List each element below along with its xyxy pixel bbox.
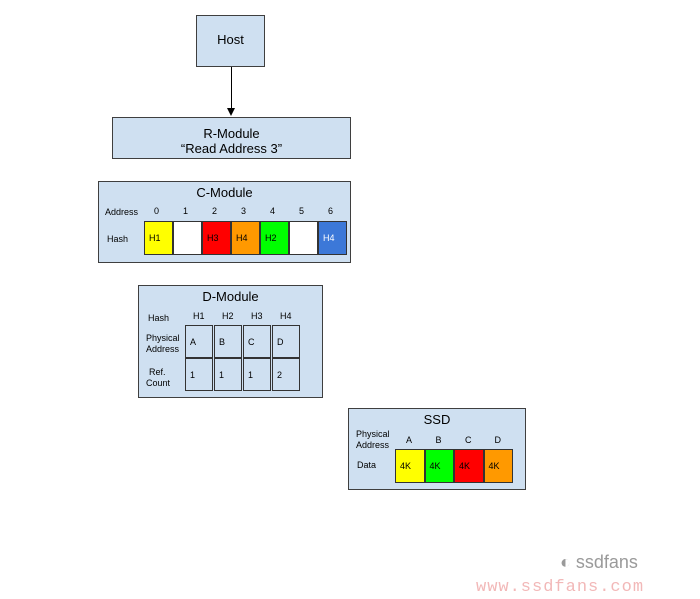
- ssd-address-A: A: [406, 435, 413, 445]
- dmodule-box: D-Module Hash Physical Address Ref. Coun…: [138, 285, 323, 398]
- cmodule-address-label: Address: [105, 207, 139, 217]
- dmodule-hash-H4: H4: [280, 311, 292, 321]
- dmodule-title: D-Module: [202, 289, 259, 304]
- ssd-address-B: B: [435, 435, 442, 445]
- dmodule-hash-H3: H3: [251, 311, 263, 321]
- dmodule-physical-cell: B: [214, 325, 242, 358]
- dmodule-refcount-cell: 2: [272, 358, 300, 391]
- rmodule-box: R-Module “Read Address 3”: [112, 117, 351, 159]
- dmodule-physical-cell: C: [243, 325, 271, 358]
- cmodule-address-6: 6: [328, 206, 334, 216]
- watermark-brand: ◐ ssdfans: [560, 552, 638, 572]
- ssd-physical-label-2: Address: [356, 440, 390, 450]
- dmodule-hash-H2: H2: [222, 311, 234, 321]
- cmodule-address-2: 2: [212, 206, 218, 216]
- ssd-address-D: D: [494, 435, 502, 445]
- ssd-data-cell: 4K: [483, 449, 513, 483]
- rmodule-title: R-Module: [203, 126, 260, 141]
- cmodule-address-0: 0: [154, 206, 160, 216]
- dmodule-hash-H1: H1: [193, 311, 205, 321]
- ssd-data-label: Data: [357, 460, 377, 470]
- cmodule-address-1: 1: [183, 206, 189, 216]
- dmodule-physical-cell: A: [185, 325, 213, 358]
- cmodule-hash-cell: H4: [231, 221, 260, 255]
- dmodule-refcount-cell: 1: [185, 358, 213, 391]
- dmodule-physical-label-1: Physical: [146, 333, 180, 343]
- cmodule-hash-label: Hash: [107, 234, 129, 244]
- dmodule-ref-label-1: Ref.: [149, 367, 166, 377]
- dmodule-physical-label-2: Address: [146, 344, 180, 354]
- dmodule-physical-cell: D: [272, 325, 300, 358]
- ssd-data-cell: 4K: [454, 449, 484, 483]
- ssd-physical-label-1: Physical: [356, 429, 390, 439]
- arrow-head: [227, 108, 235, 116]
- cmodule-address-3: 3: [241, 206, 247, 216]
- cmodule-hash-cell: [289, 221, 318, 255]
- dmodule-ref-label-2: Count: [146, 378, 171, 388]
- ssd-data-cell: 4K: [424, 449, 454, 483]
- cmodule-title: C-Module: [196, 185, 253, 200]
- cmodule-hash-cell: H4: [318, 221, 347, 255]
- rmodule-subtitle: “Read Address 3”: [180, 141, 283, 156]
- dmodule-refcount-cell: 1: [214, 358, 242, 391]
- dmodule-refcount-cell: 1: [243, 358, 271, 391]
- host-label: Host: [217, 32, 244, 47]
- cmodule-address-5: 5: [299, 206, 305, 216]
- ssd-data-cell: 4K: [395, 449, 425, 483]
- dmodule-hash-label: Hash: [148, 313, 170, 323]
- cmodule-hash-cell: [173, 221, 202, 255]
- cmodule-address-4: 4: [270, 206, 276, 216]
- host-to-rmodule-arrow: [231, 67, 232, 111]
- cmodule-hash-cell: H1: [144, 221, 173, 255]
- ssd-address-C: C: [465, 435, 472, 445]
- watermark-url: www.ssdfans.com: [476, 578, 645, 597]
- cmodule-hash-cell: H3: [202, 221, 231, 255]
- host-box: Host: [196, 15, 265, 67]
- cmodule-hash-cell: H2: [260, 221, 289, 255]
- watermark-brand-text: ssdfans: [575, 552, 638, 572]
- ssd-title: SSD: [423, 412, 451, 427]
